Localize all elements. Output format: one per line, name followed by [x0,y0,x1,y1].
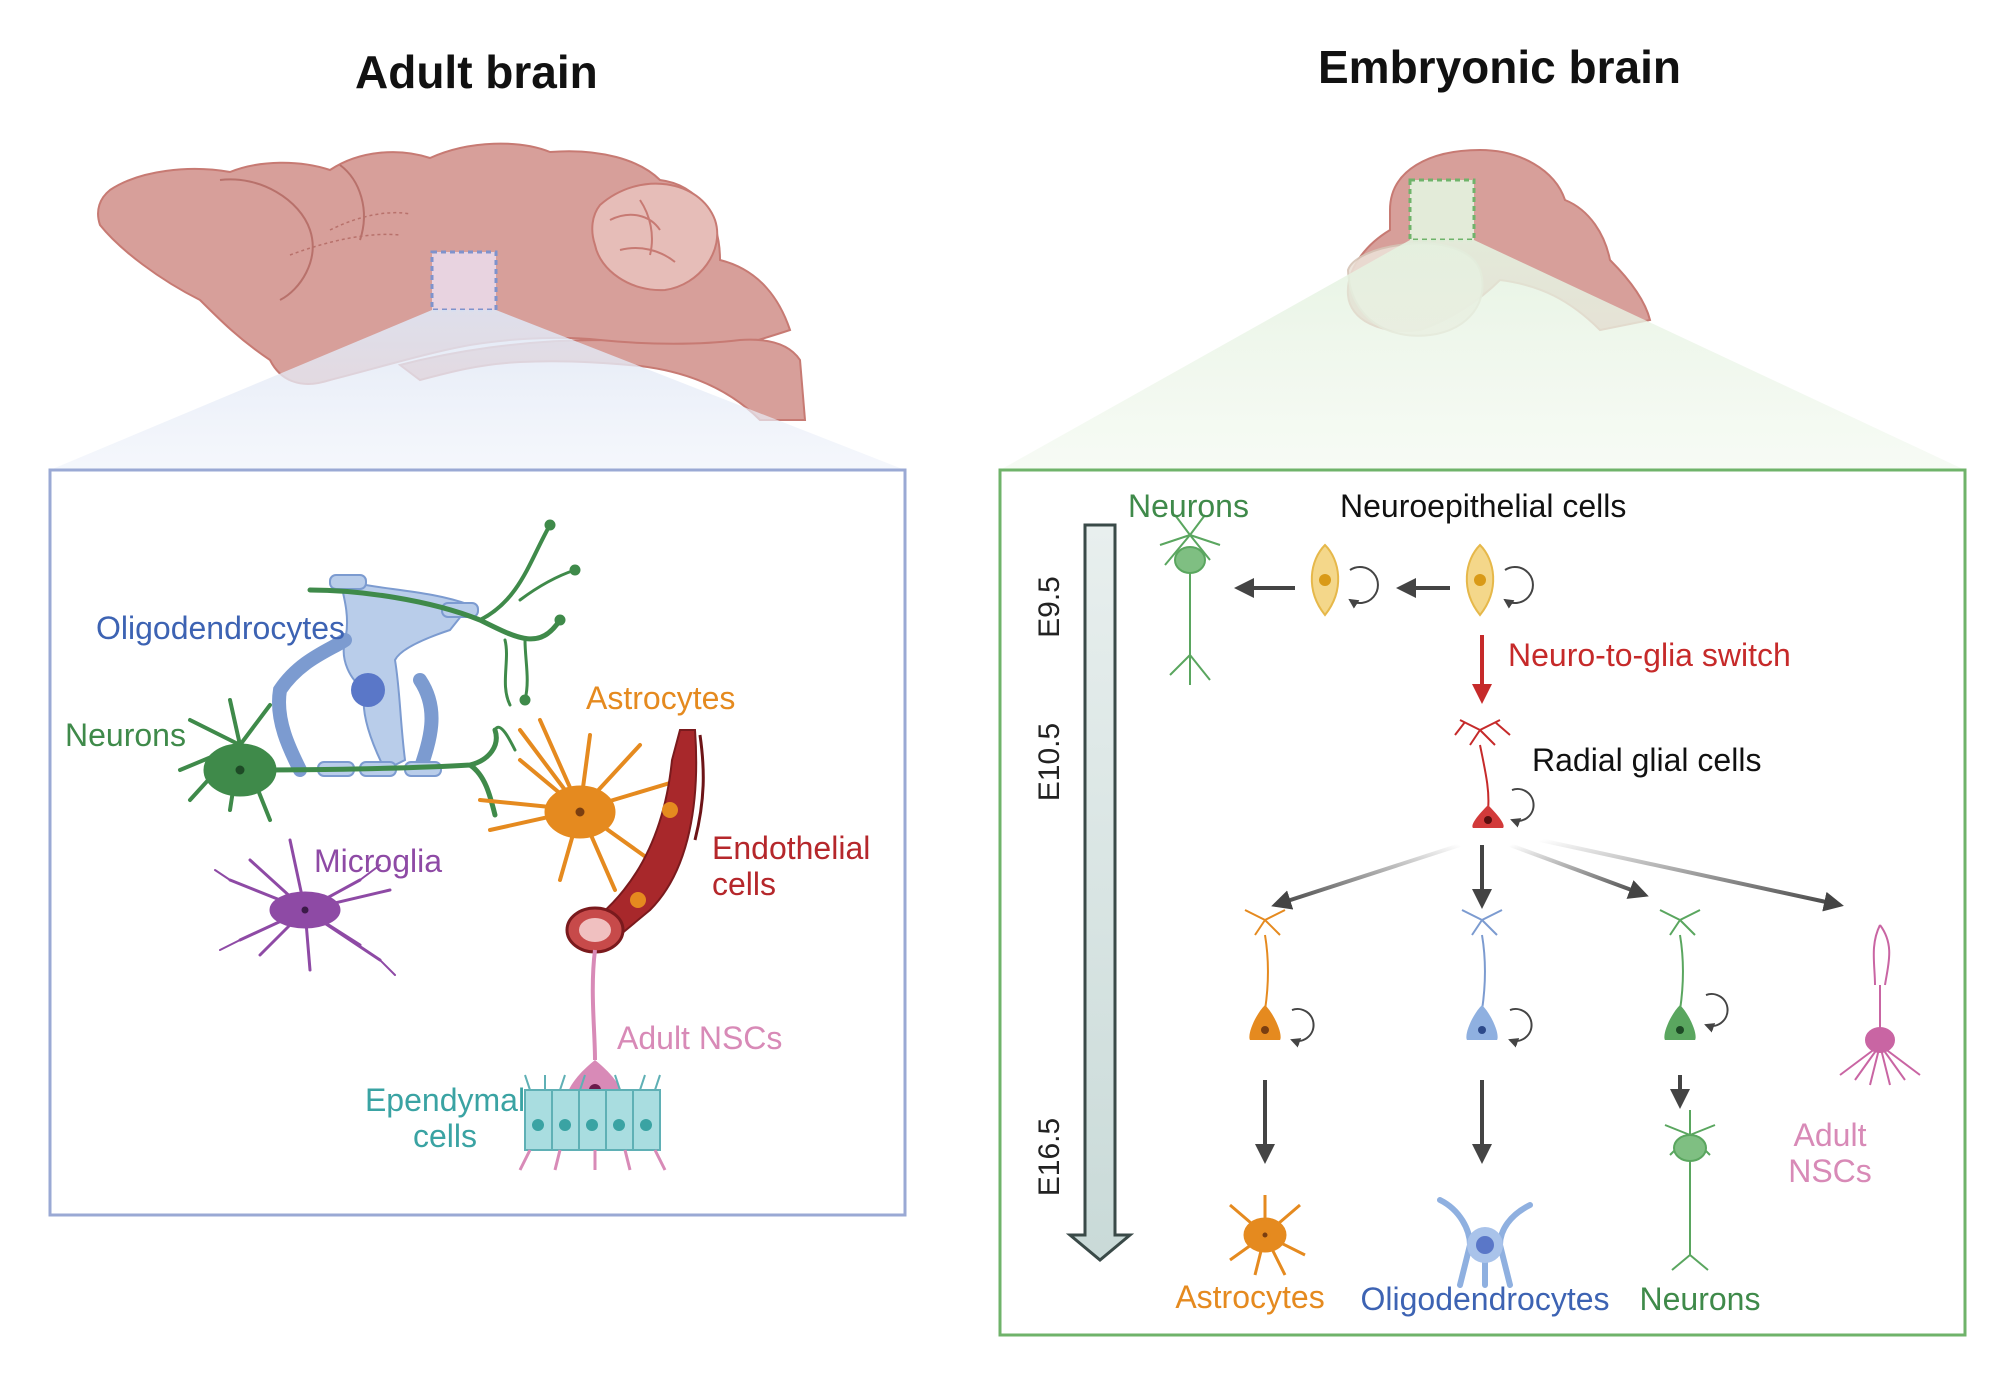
astro-progenitor [1244,909,1315,1048]
label-neuroepithelial: Neuroepithelial cells [1340,488,1627,524]
label-neurons-out: Neurons [1639,1281,1761,1317]
timeline-arrow [1065,523,1135,1262]
radial-glial-cell [1454,719,1535,828]
label-astrocytes-out: Astrocytes [1175,1279,1325,1315]
timeline-e10-5: E10.5 [1033,722,1066,802]
blood-vessel [565,729,705,954]
title-adult-brain: Adult brain [355,46,598,98]
timeline-e16-5: E16.5 [1033,1117,1066,1197]
label-radial-glial: Radial glial cells [1532,742,1762,778]
embryonic-neuron-top [1159,514,1221,685]
label-endothelial-line1: Endothelial [712,830,871,866]
astrocyte-cell [478,718,682,892]
timeline-e9-5: E9.5 [1033,576,1066,638]
adult-panel-frame [48,468,907,1217]
neuroepithelial-cell-1 [1310,543,1379,617]
neuron-cell [178,519,581,822]
final-astrocyte [1229,1195,1306,1276]
oligo-progenitor [1461,909,1533,1048]
branch-arrow-astro [1271,843,1461,910]
label-neurons-top: Neurons [1128,488,1249,524]
label-oligodendrocytes: Oligodendrocytes [96,610,346,646]
adult-zoom-funnel [50,310,905,470]
label-astrocytes-adult: Astrocytes [586,680,736,716]
nsc-cell-embryonic [1839,924,1921,1086]
label-neuro-to-glia-switch: Neuro-to-glia switch [1508,637,1791,673]
label-adult-nscs-out-line2: NSCs [1788,1153,1872,1189]
ependymal-cells [518,1074,667,1171]
oligodendrocyte-cell [272,574,479,777]
label-ependymal-line1: Ependymal [364,1082,526,1118]
label-oligodendrocytes-out: Oligodendrocytes [1360,1281,1610,1317]
label-neurons-adult: Neurons [65,717,186,753]
embryonic-zoom-funnel [1000,240,1965,470]
neuron-progenitor [1659,909,1729,1040]
label-adult-nscs-out-line1: Adult [1793,1117,1867,1153]
title-embryonic-brain: Embryonic brain [1318,41,1681,93]
label-ependymal-line2: cells [412,1118,477,1154]
label-adult-nscs: Adult NSCs [617,1020,783,1056]
branch-arrow-nsc [1539,838,1844,912]
final-oligodendrocyte [1437,1197,1533,1288]
branch-arrow-neuron [1509,843,1649,899]
adult-brain-outline [97,142,807,421]
label-microglia: Microglia [314,843,443,879]
final-neuron [1664,1110,1716,1271]
microglia-cell [214,838,396,976]
neuroepithelial-cell-2 [1465,543,1534,617]
label-endothelial-line2: cells [712,866,777,902]
